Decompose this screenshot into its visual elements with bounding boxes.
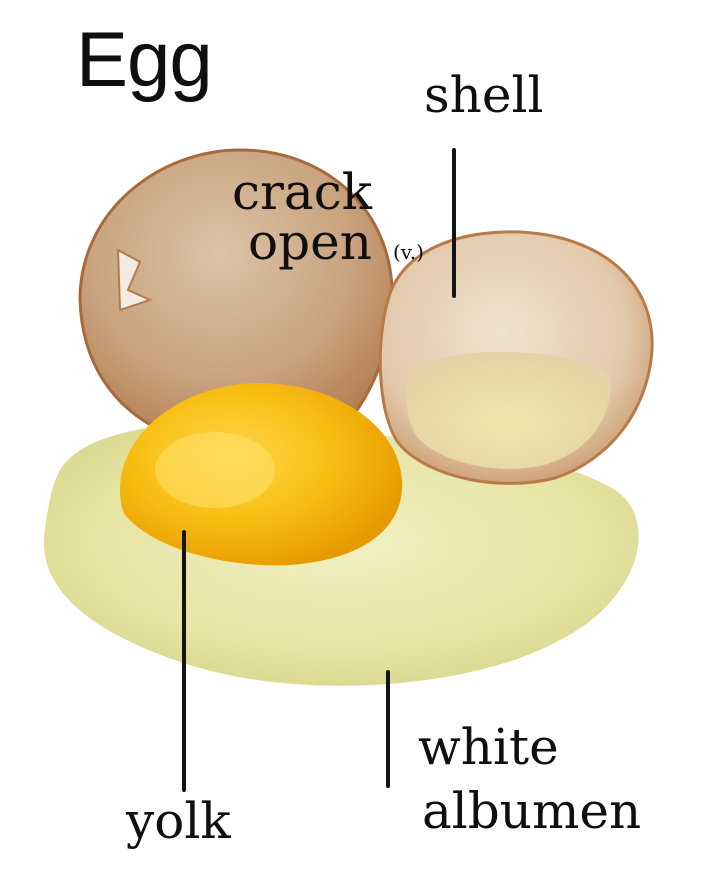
shell-leader-line [452,148,456,298]
open-label: open [248,213,372,271]
crack-label: crack [232,163,373,221]
albumen-leader-line [386,670,390,788]
yolk-highlight [155,432,275,508]
yolk-leader-line [182,530,186,792]
right-shell-inner [406,351,611,469]
white-label: white [418,718,559,776]
verb-marker-label: (v.) [393,240,424,264]
yolk-label: yolk [126,792,231,850]
albumen-label: albumen [422,782,642,840]
diagram-title: Egg [76,15,213,103]
left-shell-rim [116,248,153,312]
shell-label: shell [424,66,544,124]
